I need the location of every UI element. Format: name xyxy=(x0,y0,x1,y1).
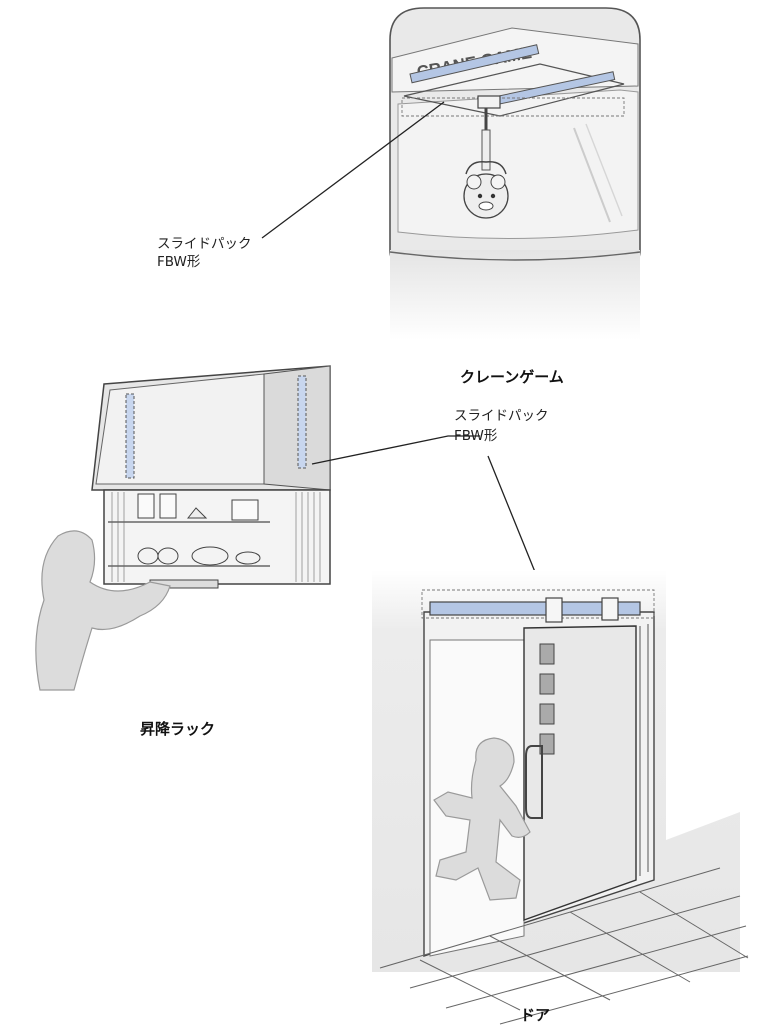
lift-rack-illustration xyxy=(35,365,331,691)
rack-callout: スライドパック FBW形 xyxy=(311,408,549,605)
crane-glass xyxy=(397,89,639,240)
crane-base xyxy=(390,250,640,340)
crane-rail-frame xyxy=(403,63,625,117)
crane-trolley xyxy=(477,95,501,109)
crane-caption: クレーンゲーム xyxy=(460,368,564,386)
door-panel xyxy=(523,625,637,921)
door-floor xyxy=(379,867,749,1025)
rack-front-panel xyxy=(95,373,265,485)
door-person-figure xyxy=(433,737,531,901)
door-slide-rail xyxy=(429,601,641,616)
door-illustration xyxy=(372,570,749,1025)
rack-caption: 昇降ラック xyxy=(140,720,215,738)
rack-callout-line1: スライドパック xyxy=(454,408,549,424)
crane-callout-line1: スライドパック xyxy=(157,236,252,252)
crane-game-illustration: CRANE GAME xyxy=(389,7,641,340)
door-handle xyxy=(525,745,543,819)
crane-callout: スライドパック FBW形 xyxy=(157,101,445,270)
rack-slide-unit-left xyxy=(125,393,135,479)
rack-person-figure xyxy=(35,530,171,691)
crane-claw-plush xyxy=(463,161,509,219)
door-caption: ドア xyxy=(520,1006,550,1024)
crane-sign-panel xyxy=(391,27,639,93)
door-hanger-1 xyxy=(545,597,563,623)
crane-leader-line xyxy=(261,101,445,239)
rack-slide-unit-right xyxy=(297,375,307,469)
rack-leader-line xyxy=(311,435,480,465)
door-hanger-2 xyxy=(601,597,619,621)
crane-callout-line2: FBW形 xyxy=(157,254,201,270)
crane-slide-rail-1 xyxy=(409,44,540,84)
